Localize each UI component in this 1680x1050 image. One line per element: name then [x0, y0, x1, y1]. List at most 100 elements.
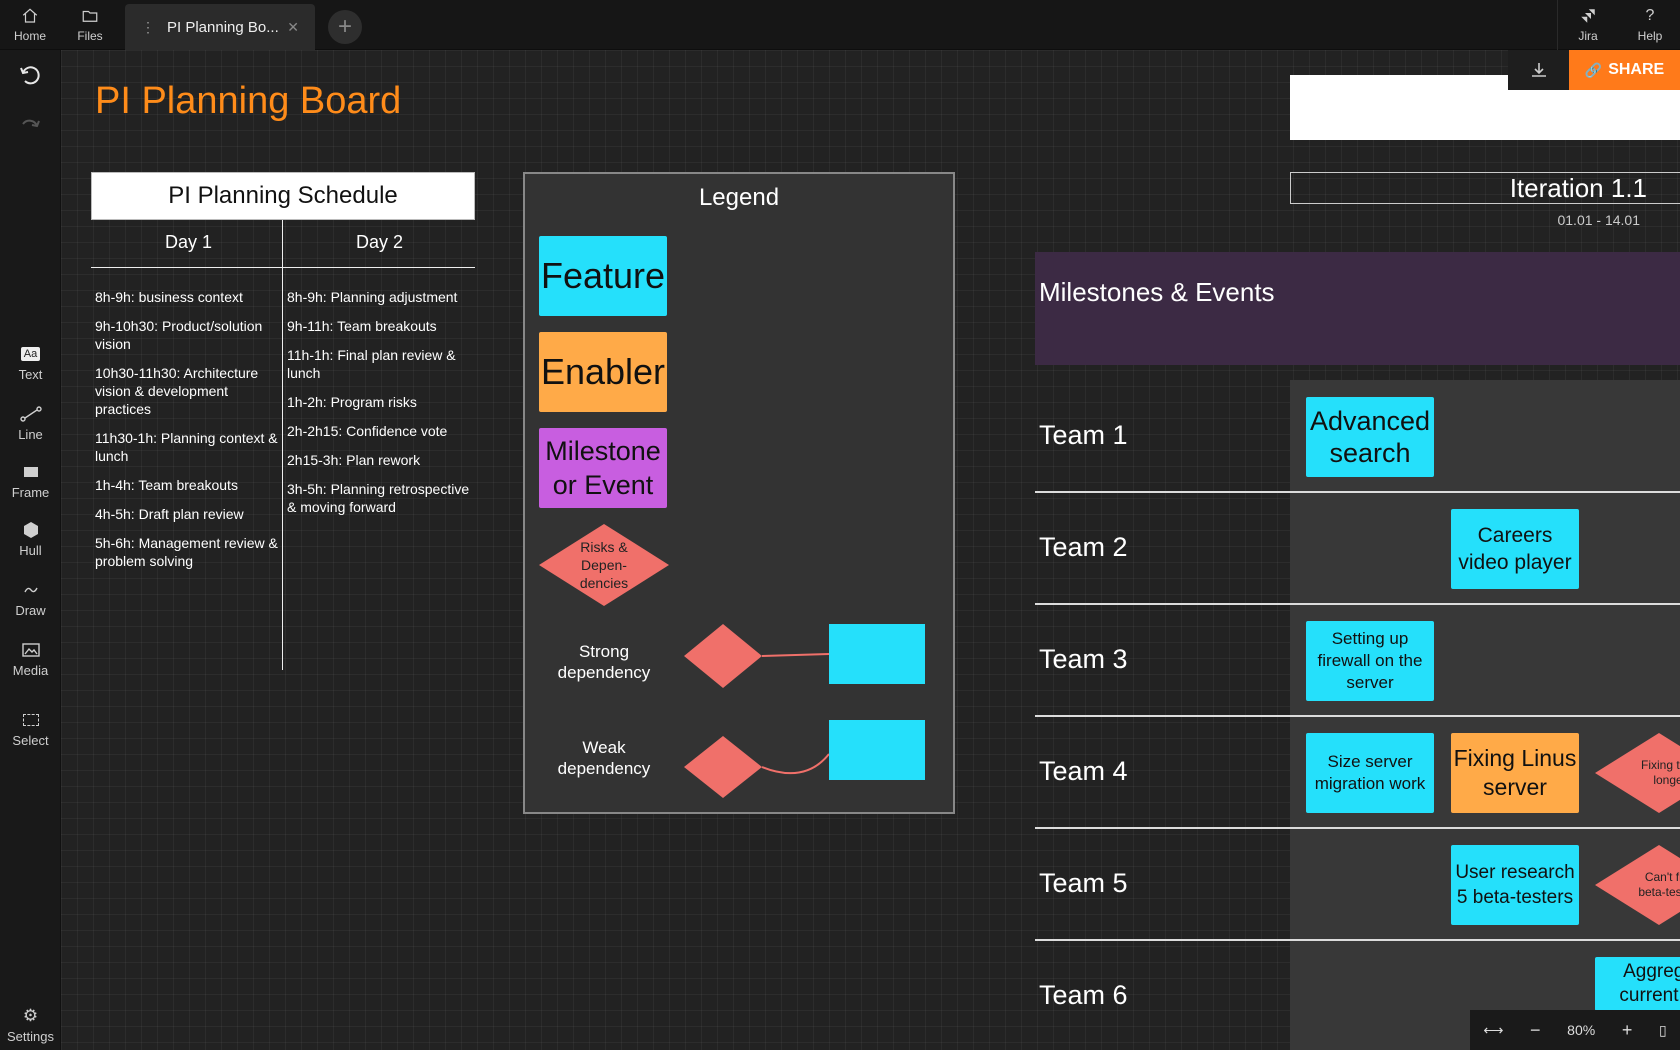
team-label[interactable]: Team 6: [1039, 980, 1128, 1010]
list-item[interactable]: 9h-11h: Team breakouts: [287, 318, 437, 334]
list-item[interactable]: 11h30-1h: Planning context & lunch: [95, 430, 278, 464]
legend-risk-label: Risks & Depen-dencies: [579, 539, 629, 591]
close-icon[interactable]: ✕: [287, 18, 299, 35]
home-button[interactable]: Home: [0, 0, 60, 50]
legend-strong-label: Strong dependency: [557, 642, 651, 682]
strong-dependency-sticky[interactable]: [829, 624, 925, 684]
row-divider: [1035, 827, 1680, 829]
line-tool[interactable]: Line: [0, 398, 61, 448]
redo-button[interactable]: [16, 110, 44, 138]
enabler-sticky[interactable]: Fixing Linus server: [1451, 733, 1579, 813]
team-label[interactable]: Team 3: [1039, 644, 1128, 674]
line-icon: [19, 406, 42, 422]
legend-risk-shape[interactable]: Risks & Depen-dencies: [539, 524, 669, 606]
files-button[interactable]: Files: [60, 0, 120, 50]
feature-sticky[interactable]: Advanced search: [1306, 397, 1434, 477]
iteration-dates[interactable]: 01.01 - 14.01: [1557, 212, 1640, 228]
share-button[interactable]: 🔗 SHARE: [1569, 50, 1680, 90]
whiteboard-canvas[interactable]: PI Planning Board PI Planning Schedule D…: [61, 50, 1680, 1050]
legend-milestone-sticky[interactable]: Milestone or Event: [539, 428, 667, 508]
legend-enabler-sticky[interactable]: Enabler: [539, 332, 667, 412]
zoom-out-button[interactable]: −: [1530, 1019, 1541, 1040]
list-item[interactable]: 1h-2h: Program risks: [287, 394, 417, 410]
team-label[interactable]: Team 2: [1039, 532, 1128, 562]
list-item[interactable]: 1h-4h: Team breakouts: [95, 477, 238, 493]
list-item[interactable]: 10h30-11h30: Architecture vision & devel…: [95, 365, 259, 417]
list-item[interactable]: 5h-6h: Management review & problem solvi…: [95, 535, 278, 569]
row-divider: [1035, 603, 1680, 605]
share-label: SHARE: [1608, 61, 1665, 78]
add-tab-button[interactable]: +: [328, 10, 362, 44]
risk-diamond[interactable]: Can't find beta-testers: [1595, 845, 1680, 925]
list-item[interactable]: 8h-9h: business context: [95, 289, 243, 305]
strong-dependency-diamond[interactable]: [684, 624, 762, 688]
team-label[interactable]: Team 4: [1039, 756, 1128, 786]
milestones-row[interactable]: [1035, 252, 1680, 365]
iteration-title[interactable]: Iteration 1.1: [1290, 172, 1680, 204]
day2-header[interactable]: Day 2: [356, 232, 404, 252]
settings-label: Settings: [7, 1029, 54, 1044]
help-button[interactable]: ? Help: [1620, 0, 1680, 50]
select-tool-label: Select: [12, 733, 49, 748]
line-tool-label: Line: [18, 427, 43, 442]
risk-label: Can't find beta-testers: [1638, 870, 1680, 899]
hull-icon: [23, 522, 38, 538]
list-item[interactable]: 8h-9h: Planning adjustment: [287, 289, 458, 305]
list-item[interactable]: 9h-10h30: Product/solution vision: [95, 318, 263, 352]
risk-diamond[interactable]: Fixing take longer: [1595, 733, 1680, 813]
list-item[interactable]: 3h-5h: Planning retrospective & moving f…: [287, 481, 470, 515]
hull-tool-label: Hull: [19, 543, 42, 558]
text-tool[interactable]: Aa Text: [0, 338, 61, 388]
feature-sticky[interactable]: Setting up firewall on the server: [1306, 621, 1434, 701]
gear-icon: ⚙: [22, 1006, 39, 1025]
home-icon: [22, 8, 38, 23]
select-tool[interactable]: Select: [0, 704, 61, 754]
diamond-icon: [1595, 845, 1680, 925]
day1-header[interactable]: Day 1: [165, 232, 213, 252]
strong-dependency-line[interactable]: [761, 653, 830, 657]
legend-frame[interactable]: Legend Feature Enabler Milestone or Even…: [523, 172, 955, 814]
media-tool[interactable]: Media: [0, 634, 61, 684]
feature-sticky[interactable]: Careers video player: [1451, 509, 1579, 589]
settings-button[interactable]: ⚙ Settings: [0, 1000, 61, 1050]
zoom-in-button[interactable]: +: [1621, 1019, 1633, 1040]
draw-icon: [23, 587, 38, 593]
zoom-level[interactable]: 80%: [1567, 1022, 1596, 1038]
tab-pi-planning-board[interactable]: ⋮ PI Planning Bo... ✕: [125, 4, 315, 50]
undo-button[interactable]: [16, 62, 44, 90]
tab-title: PI Planning Bo...: [167, 18, 279, 36]
team-label[interactable]: Team 5: [1039, 868, 1128, 898]
download-icon: [1532, 63, 1546, 77]
row-divider: [1035, 939, 1680, 941]
draw-tool[interactable]: Draw: [0, 574, 61, 624]
feature-sticky[interactable]: User research 5 beta-testers: [1451, 845, 1579, 925]
board-title[interactable]: PI Planning Board: [95, 80, 402, 122]
files-label: Files: [77, 29, 103, 43]
row-divider: [1035, 491, 1680, 493]
weak-dependency-line[interactable]: [761, 753, 830, 775]
list-item[interactable]: 11h-1h: Final plan review & lunch: [287, 347, 456, 381]
hull-tool[interactable]: Hull: [0, 514, 61, 564]
map-icon[interactable]: ▯: [1658, 1021, 1667, 1038]
team-label[interactable]: Team 1: [1039, 420, 1128, 450]
list-item[interactable]: 2h15-3h: Plan rework: [287, 452, 421, 468]
help-icon: ?: [1645, 7, 1655, 24]
jira-icon: [1581, 9, 1595, 23]
feature-sticky[interactable]: Aggrega current jo: [1595, 957, 1680, 1011]
milestones-label[interactable]: Milestones & Events: [1039, 277, 1275, 307]
feature-sticky[interactable]: Size server migration work: [1306, 733, 1434, 813]
schedule-title[interactable]: PI Planning Schedule: [91, 172, 475, 220]
legend-feature-sticky[interactable]: Feature: [539, 236, 667, 316]
media-icon: [21, 643, 40, 657]
fit-width-icon[interactable]: ⟷: [1483, 1021, 1504, 1038]
jira-button[interactable]: Jira: [1558, 0, 1618, 50]
download-button[interactable]: [1508, 50, 1570, 90]
list-item[interactable]: 2h-2h15: Confidence vote: [287, 423, 448, 439]
weak-dependency-diamond[interactable]: [684, 736, 762, 798]
list-item[interactable]: 4h-5h: Draft plan review: [95, 506, 244, 522]
risk-label: Fixing take longer: [1640, 758, 1680, 787]
drag-handle-icon[interactable]: ⋮: [141, 18, 155, 35]
schedule-divider: [91, 267, 475, 268]
frame-tool[interactable]: Frame: [0, 456, 61, 506]
weak-dependency-sticky[interactable]: [829, 720, 925, 780]
